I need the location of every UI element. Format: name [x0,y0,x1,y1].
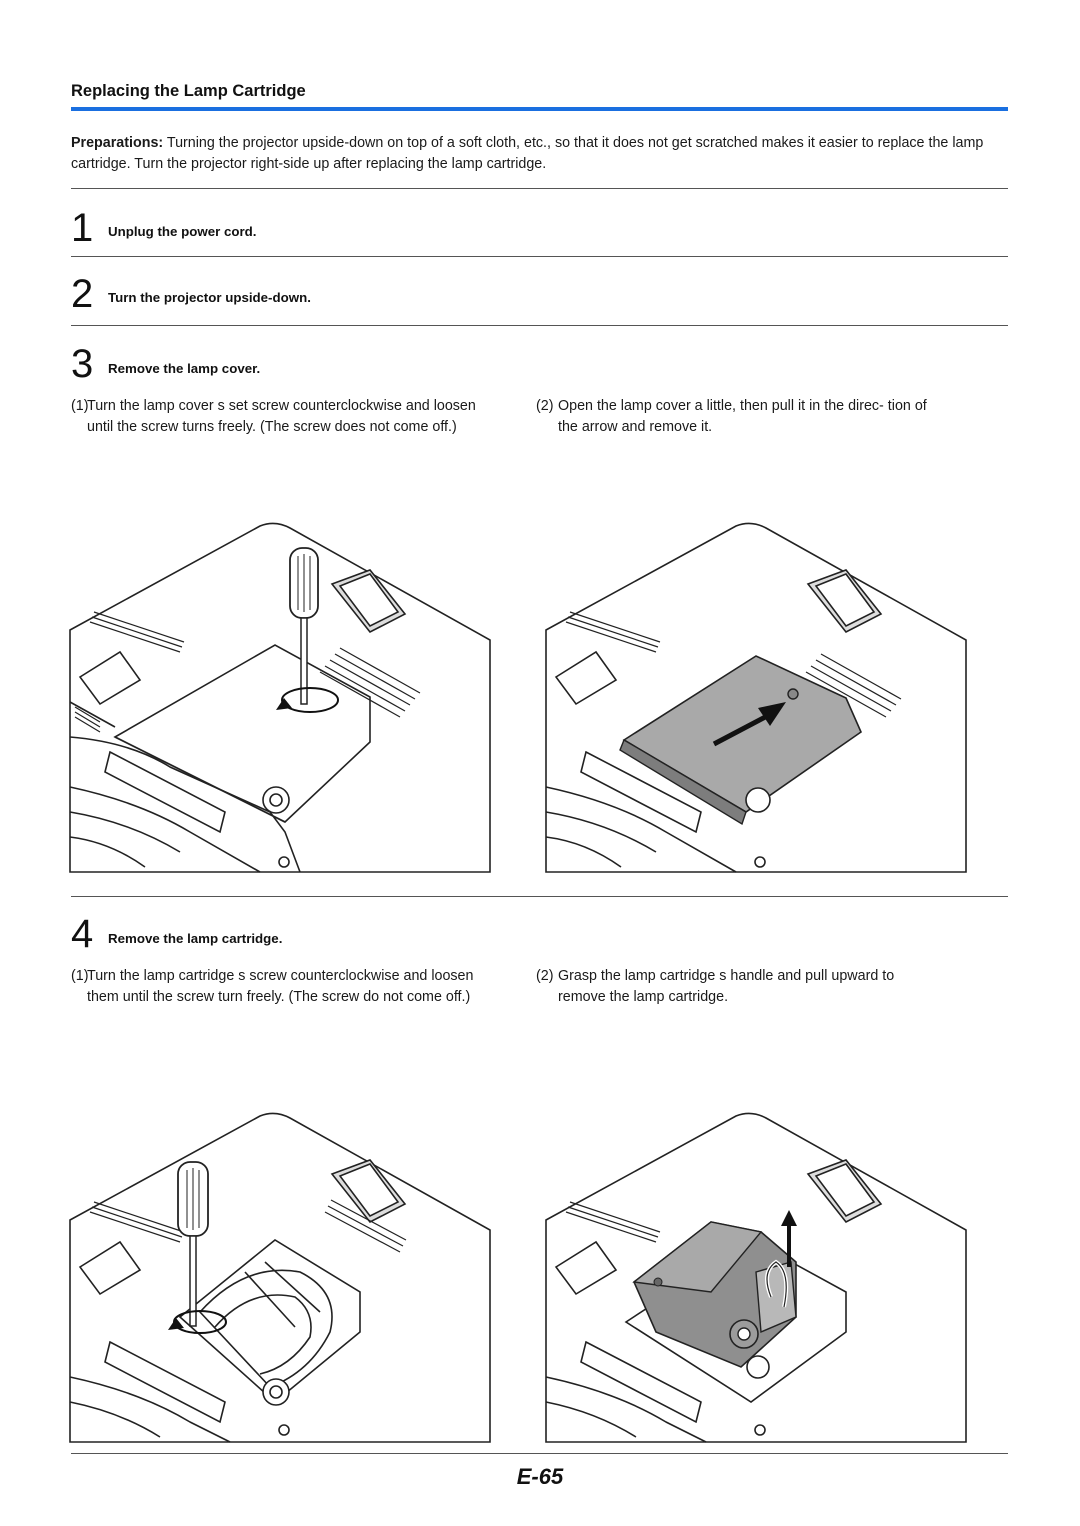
illustration-remove-lamp-cover [545,522,967,873]
step-3-substep-2: (2) Open the lamp cover a little, then p… [536,396,944,438]
divider [71,1453,1008,1454]
substep-text: Turn the lamp cartridge s screw counterc… [87,968,474,1005]
page-number: E-65 [516,1464,564,1489]
preparations-label: Preparations: [71,135,164,151]
section-title: Replacing the Lamp Cartridge [71,82,306,100]
substep-text: Grasp the lamp cartridge s handle and pu… [558,968,895,1005]
illustration-pull-out-lamp-cartridge [545,1112,967,1443]
step-4-substep-1: (1) Turn the lamp cartridge s screw coun… [71,966,479,1008]
title-rule [71,107,1008,111]
preparations-paragraph: Preparations: Turning the projector upsi… [71,133,1011,175]
preparations-text: Turning the projector upside-down on top… [71,135,984,172]
illustration-loosen-cartridge-screw [69,1112,491,1443]
divider [71,896,1008,897]
divider [71,256,1008,257]
step-1-label: Unplug the power cord. [108,224,257,239]
substep-number: (2) [536,398,554,414]
step-4-substep-2: (2) Grasp the lamp cartridge s handle an… [536,966,944,1008]
substep-text: Open the lamp cover a little, then pull … [558,398,927,435]
substep-number: (1) [71,968,89,984]
illustration-loosen-cover-screw [69,522,491,873]
divider [71,325,1008,326]
step-2-number: 2 [71,272,94,316]
step-2-label: Turn the projector upside-down. [108,290,311,305]
substep-number: (2) [536,968,554,984]
step-3-label: Remove the lamp cover. [108,361,261,376]
substep-text: Turn the lamp cover s set screw counterc… [87,398,476,435]
substep-number: (1) [71,398,89,414]
step-4-number: 4 [71,912,94,956]
step-4-label: Remove the lamp cartridge. [108,931,283,946]
step-3-substep-1: (1) Turn the lamp cover s set screw coun… [71,396,479,438]
divider [71,188,1008,189]
step-1-number: 1 [71,206,94,250]
step-3-number: 3 [71,342,94,386]
